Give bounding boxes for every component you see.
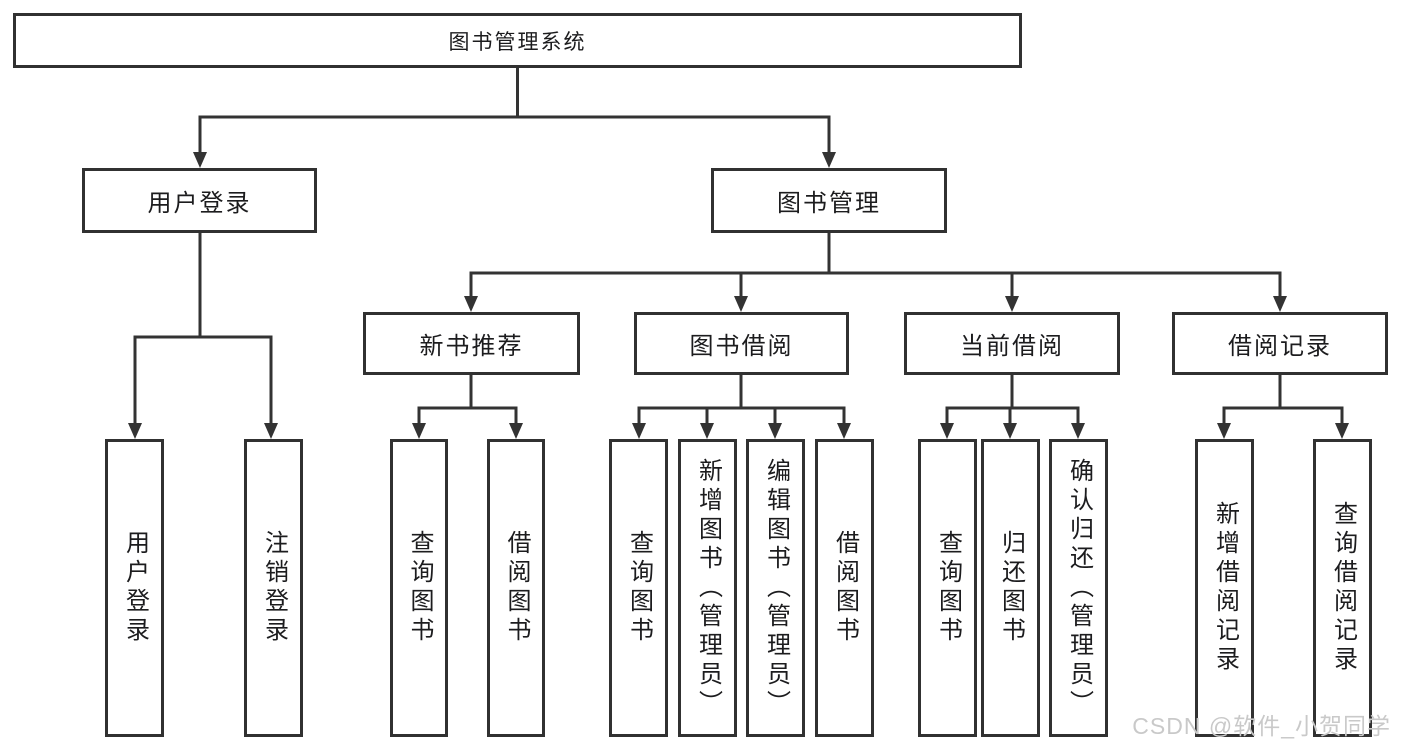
leaf-records-query-borrow-record: 查询借阅记录	[1313, 439, 1372, 737]
connector-bookmgmt-branch	[469, 271, 1282, 297]
connector-currentborrow-branch	[945, 406, 1080, 424]
leaf-borrowing-query-books-label: 查询图书	[625, 530, 653, 646]
connector-root-branch	[198, 115, 831, 153]
node-library-management-system: 图书管理系统	[13, 13, 1022, 68]
connector-newbook-branch	[417, 406, 518, 424]
connector-userlogin-branch	[133, 335, 273, 424]
leaf-records-query-borrow-record-label: 查询借阅记录	[1329, 501, 1357, 675]
leaf-records-add-borrow-record-label: 新增借阅记录	[1211, 501, 1239, 675]
node-book-borrowing-label: 图书借阅	[689, 333, 794, 360]
node-user-login: 用户登录	[82, 168, 317, 233]
leaf-borrowing-borrow-books: 借阅图书	[815, 439, 874, 737]
node-user-login-label: 用户登录	[147, 190, 252, 217]
node-borrowing-records-label: 借阅记录	[1228, 333, 1332, 360]
node-library-management-system-label: 图书管理系统	[448, 30, 587, 54]
leaf-user-login: 用户登录	[105, 439, 164, 737]
leaf-current-query-books-label: 查询图书	[934, 530, 962, 646]
leaf-borrowing-borrow-books-label: 借阅图书	[831, 530, 859, 646]
leaf-current-confirm-return-admin-label: 确认归还（管理员）	[1065, 457, 1093, 719]
leaf-current-query-books: 查询图书	[918, 439, 977, 737]
leaf-user-login-label: 用户登录	[121, 530, 149, 646]
leaf-newbook-borrow-books-label: 借阅图书	[503, 530, 530, 646]
node-book-management: 图书管理	[711, 168, 947, 233]
node-new-book-recommend-label: 新书推荐	[419, 333, 524, 360]
node-book-borrowing: 图书借阅	[634, 312, 849, 375]
node-book-management-label: 图书管理	[777, 190, 881, 217]
leaf-borrowing-edit-books-admin: 编辑图书（管理员）	[746, 439, 805, 737]
connector-bookborrow-branch	[637, 406, 846, 424]
arrowheads	[128, 152, 1349, 439]
leaf-newbook-query-books: 查询图书	[390, 439, 448, 737]
leaf-borrowing-add-books-admin-label: 新增图书（管理员）	[694, 457, 722, 719]
leaf-newbook-borrow-books: 借阅图书	[487, 439, 545, 737]
node-current-borrowing: 当前借阅	[904, 312, 1120, 375]
leaf-current-return-books: 归还图书	[981, 439, 1040, 737]
leaf-current-confirm-return-admin: 确认归还（管理员）	[1049, 439, 1108, 737]
csdn-watermark: CSDN @软件_小贺同学	[1132, 713, 1391, 739]
leaf-records-add-borrow-record: 新增借阅记录	[1195, 439, 1254, 737]
leaf-newbook-query-books-label: 查询图书	[406, 530, 433, 646]
leaf-borrowing-edit-books-admin-label: 编辑图书（管理员）	[762, 457, 790, 719]
node-new-book-recommend: 新书推荐	[363, 312, 580, 375]
leaf-logout-login-label: 注销登录	[260, 530, 288, 646]
connector-borrowrecords-branch	[1222, 406, 1344, 424]
leaf-borrowing-add-books-admin: 新增图书（管理员）	[678, 439, 737, 737]
node-borrowing-records: 借阅记录	[1172, 312, 1388, 375]
leaf-logout-login: 注销登录	[244, 439, 303, 737]
node-current-borrowing-label: 当前借阅	[960, 333, 1064, 360]
leaf-borrowing-query-books: 查询图书	[609, 439, 668, 737]
leaf-current-return-books-label: 归还图书	[997, 530, 1025, 646]
